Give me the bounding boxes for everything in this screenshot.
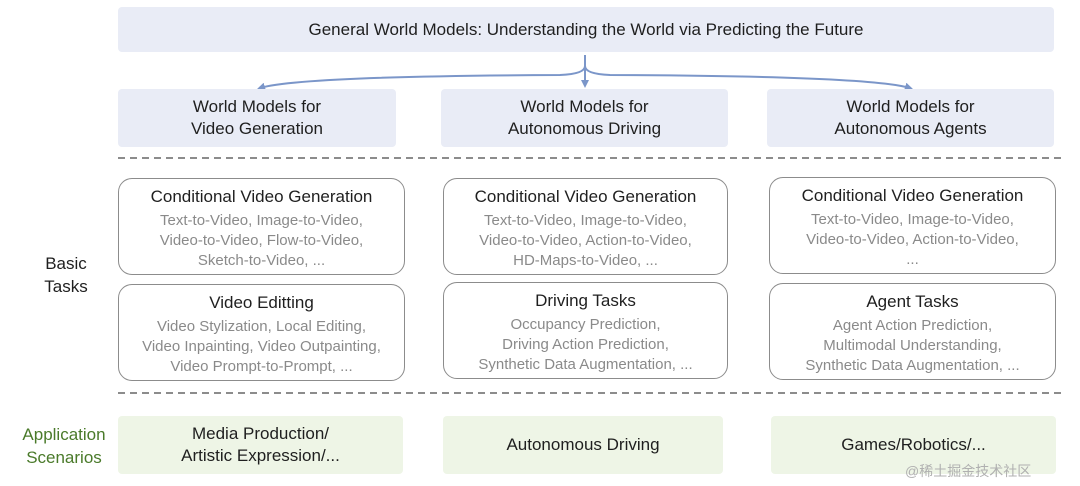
task-items: Text-to-Video, Image-to-Video, Video-to-… [159,212,364,269]
task-items: Text-to-Video, Image-to-Video, Video-to-… [479,212,692,269]
task-title: Conditional Video Generation [801,186,1024,205]
task-box-video-editing: Video Editting Video Stylization, Local … [118,284,405,381]
basic-tasks-label: Basic Tasks [44,254,88,296]
task-box-conditional-video-generation: Conditional Video Generation Text-to-Vid… [118,178,405,275]
task-title: Conditional Video Generation [150,187,373,206]
task-items: Text-to-Video, Image-to-Video, Video-to-… [806,211,1019,268]
watermark: @稀土掘金技术社区 [905,463,1032,479]
application-autonomous-driving: Autonomous Driving [443,416,723,474]
task-title: Video Editting [209,293,314,312]
application-media-production: Media Production/ Artistic Expression/..… [118,416,403,474]
task-box-driving-tasks: Driving Tasks Occupancy Prediction, Driv… [443,282,728,379]
category-autonomous-agents: World Models for Autonomous Agents [767,89,1054,147]
task-title: Driving Tasks [535,291,636,310]
application-scenarios-label: Application Scenarios [22,425,106,467]
arrow-to-video-generation [257,55,586,91]
application-games-robotics: Games/Robotics/... [771,416,1056,474]
task-box-conditional-video-generation: Conditional Video Generation Text-to-Vid… [443,178,728,275]
branch-arrows [257,55,913,91]
task-items: Occupancy Prediction, Driving Action Pre… [478,316,693,373]
category-autonomous-driving: World Models for Autonomous Driving [441,89,728,147]
task-items: Video Stylization, Local Editing, Video … [142,318,381,375]
task-title: Conditional Video Generation [474,187,697,206]
dashed-separator-bottom [118,392,1062,394]
top-banner-title: General World Models: Understanding the … [118,7,1054,52]
task-box-conditional-video-generation: Conditional Video Generation Text-to-Vid… [769,177,1056,274]
dashed-separator-top [118,157,1062,159]
arrow-to-autonomous-agents [584,55,913,91]
category-video-generation: World Models for Video Generation [118,89,396,147]
task-box-agent-tasks: Agent Tasks Agent Action Prediction, Mul… [769,283,1056,380]
task-items: Agent Action Prediction, Multimodal Unde… [805,317,1020,374]
task-title: Agent Tasks [866,292,959,311]
